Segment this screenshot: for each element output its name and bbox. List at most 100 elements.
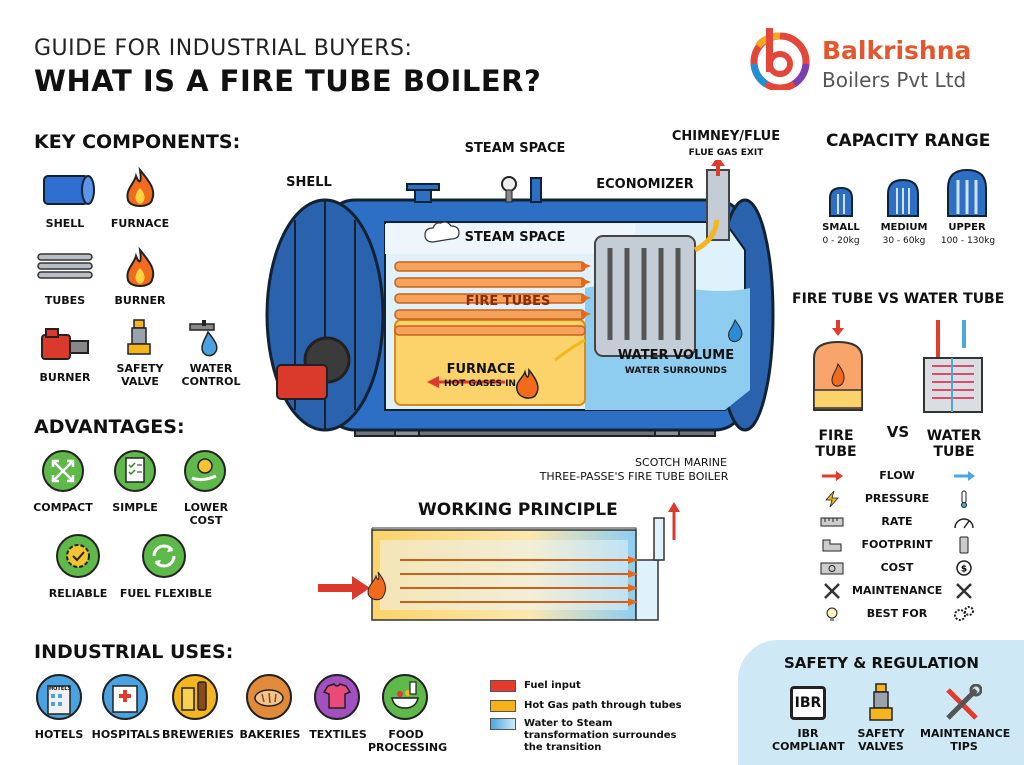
wrench-screwdriver-icon (942, 683, 983, 728)
label-shell: SHELL (286, 175, 332, 190)
component-label-burner: BURNER (114, 294, 166, 307)
key-components-heading: KEY COMPONENTS: (34, 131, 241, 153)
ruler-icon (820, 517, 844, 527)
legend-swatch-red (490, 680, 516, 692)
safety-label-ibr: IBR COMPLIANT (772, 727, 845, 753)
footprint-icon (822, 539, 842, 552)
furnace-flame-icon (120, 166, 160, 216)
burner-unit-icon (38, 325, 94, 369)
blue-arrow-icon (954, 471, 975, 481)
coin-hand-icon (182, 448, 228, 498)
label-furnace: FURNACE (446, 362, 516, 377)
hospital-icon (100, 672, 150, 726)
comparison-row-footprint: FOOTPRINT (812, 535, 982, 555)
legend-swatch-blue (490, 718, 516, 730)
small-boiler-icon (826, 184, 856, 222)
label-economizer: ECONOMIZER (596, 177, 694, 192)
comparison-heading: FIRE TUBE VS WATER TUBE (792, 291, 1005, 307)
boiler-caption-line1: SCOTCH MARINE (635, 456, 727, 469)
comparison-label: COST (880, 561, 914, 574)
advantage-label-simple: SIMPLE (112, 501, 158, 514)
component-label-tubes: TUBES (44, 294, 86, 307)
logo-icon (750, 28, 810, 92)
fire-tube-boiler-icon (806, 318, 870, 420)
tshirt-icon (312, 672, 362, 726)
water-tube-label: WATER TUBE (926, 428, 982, 461)
red-arrow-icon (822, 471, 843, 481)
medium-boiler-icon (884, 176, 922, 222)
hotel-sign: HOTELS (49, 686, 72, 692)
label-steam-space-inner: STEAM SPACE (464, 230, 566, 245)
capacity-small-name: SMALL (822, 222, 860, 233)
label-fire-tubes: FIRE TUBES (465, 294, 551, 309)
industrial-uses-heading: INDUSTRIAL USES: (34, 641, 234, 663)
comparison-label: FOOTPRINT (861, 538, 933, 551)
water-control-icon (186, 318, 230, 364)
use-label-textiles: TEXTILES (309, 728, 367, 741)
gear-check-icon (54, 532, 102, 584)
safety-valve-icon (122, 318, 158, 364)
use-label-breweries: BREWERIES (161, 728, 234, 741)
cash-icon (820, 562, 844, 575)
label-chimney: CHIMNEY/FLUE (671, 129, 781, 144)
label-furnace-sub: HOT GASES IN (444, 379, 516, 389)
advantages-heading: ADVANTAGES: (34, 416, 185, 438)
legend-label: Water to Steam transformation surroundes… (524, 718, 677, 753)
comparison-row-rate: RATE (812, 512, 982, 532)
boiler-diagram (255, 156, 795, 480)
comparison-label: MAINTENANCE (852, 584, 943, 597)
water-tube-boiler-icon (918, 318, 988, 420)
use-label-hospitals: HOSPITALS (91, 728, 161, 741)
legend-water-steam: Water to Steam transformation surroundes… (490, 718, 720, 753)
brand-logo (744, 24, 814, 92)
shell-cylinder-icon (36, 170, 96, 214)
ibr-badge: IBR (790, 686, 826, 720)
use-label-bakeries: BAKERIES (239, 728, 301, 741)
comparison-label: FLOW (879, 469, 915, 482)
thermometer-icon (961, 490, 967, 508)
safety-label-valves: SAFETY VALVES (857, 727, 905, 753)
advantage-label-fuel-flexible: FUEL FLEXIBLE (119, 587, 213, 600)
label-water-volume: WATER VOLUME (617, 348, 735, 363)
brand-subname: Boilers Pvt Ltd (822, 68, 967, 92)
hotel-icon: HOTELS (34, 672, 84, 726)
component-label-shell: SHELL (45, 217, 85, 230)
safety-heading: SAFETY & REGULATION (784, 654, 979, 672)
legend-fuel-input: Fuel input (490, 680, 710, 694)
gauge-icon (954, 518, 974, 529)
boiler-illustration (265, 156, 775, 437)
capacity-upper-range: 100 - 130kg (940, 236, 996, 246)
brand-name: Balkrishna (822, 36, 972, 65)
capacity-small-range: 0 - 20kg (822, 236, 860, 246)
recycle-icon (140, 532, 188, 584)
checklist-icon (112, 448, 158, 498)
advantage-label-reliable: RELIABLE (48, 587, 108, 600)
use-label-hotels: HOTELS (34, 728, 84, 741)
working-principle-heading: WORKING PRINCIPLE (418, 500, 618, 520)
capacity-upper-name: UPPER (948, 222, 986, 233)
working-principle-diagram (316, 500, 686, 630)
gears-icon (954, 606, 974, 621)
comparison-row-best-for: BEST FOR (812, 604, 982, 624)
comparison-row-maintenance: MAINTENANCE (812, 581, 982, 601)
safety-label-maintenance: MAINTENANCE TIPS (920, 727, 1011, 753)
tools-icon (824, 583, 840, 599)
vs-label: VS (886, 423, 910, 441)
tools-icon (956, 583, 972, 599)
label-steam-space-top: STEAM SPACE (464, 141, 566, 156)
component-label-burner-unit: BURNER (39, 371, 91, 384)
legend-swatch-yellow (490, 700, 516, 712)
bulb-icon (826, 607, 838, 621)
svg-text:$: $ (961, 565, 967, 575)
compact-arrows-icon (40, 448, 86, 498)
food-bowl-icon (380, 672, 430, 726)
fire-tube-label: FIRE TUBE (815, 428, 857, 461)
legend-label: Fuel input (524, 680, 581, 691)
comparison-label: PRESSURE (864, 492, 930, 505)
page-subtitle: GUIDE FOR INDUSTRIAL BUYERS: (34, 36, 413, 61)
component-label-water-control: WATER CONTROL (181, 362, 241, 388)
bread-icon (244, 672, 294, 726)
comparison-row-flow: FLOW (812, 466, 982, 486)
beer-icon (170, 672, 220, 726)
upper-boiler-icon (944, 166, 990, 222)
